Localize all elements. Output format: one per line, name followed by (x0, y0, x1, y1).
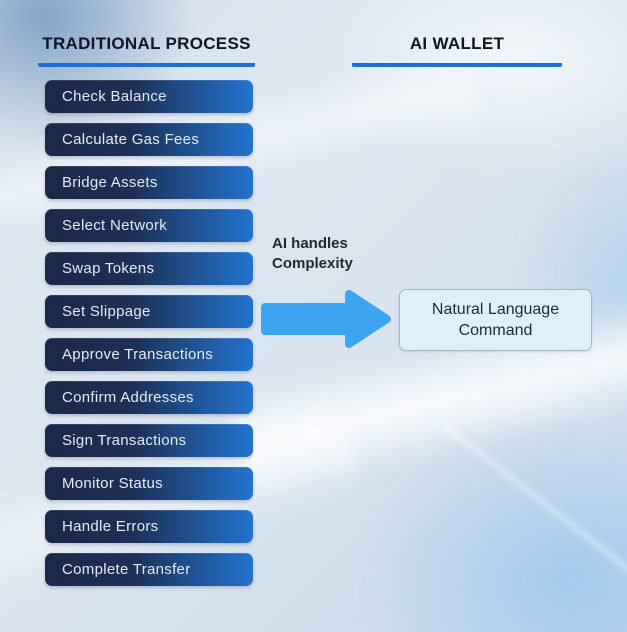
step-select-network: Select Network (45, 209, 253, 242)
traditional-steps-list: Check Balance Calculate Gas Fees Bridge … (45, 80, 253, 586)
ai-wallet-title: AI WALLET (352, 34, 562, 67)
background-wave (441, 422, 627, 625)
step-approve-transactions: Approve Transactions (45, 338, 253, 371)
connector-label-line2: Complexity (272, 255, 353, 272)
step-confirm-addresses: Confirm Addresses (45, 381, 253, 414)
step-swap-tokens: Swap Tokens (45, 252, 253, 285)
arrow-right-outline (261, 290, 391, 348)
arrow-right-svg (261, 290, 391, 348)
step-handle-errors: Handle Errors (45, 510, 253, 543)
step-set-slippage: Set Slippage (45, 295, 253, 328)
connector-label: AI handles Complexity (272, 234, 353, 274)
command-box-line2: Command (458, 322, 533, 339)
arrow-right-icon (259, 287, 393, 351)
connector-label-line1: AI handles (272, 235, 348, 252)
background-wave (520, 140, 627, 420)
background-wave (300, 0, 627, 180)
traditional-process-title: TRADITIONAL PROCESS (38, 34, 255, 67)
natural-language-command-box: Natural Language Command (399, 289, 592, 351)
background-wave (360, 420, 627, 632)
step-bridge-assets: Bridge Assets (45, 166, 253, 199)
step-calculate-gas-fees: Calculate Gas Fees (45, 123, 253, 156)
step-check-balance: Check Balance (45, 80, 253, 113)
step-monitor-status: Monitor Status (45, 467, 253, 500)
arrow-right-path (265, 294, 387, 344)
step-sign-transactions: Sign Transactions (45, 424, 253, 457)
step-complete-transfer: Complete Transfer (45, 553, 253, 586)
command-box-line1: Natural Language (431, 301, 560, 318)
